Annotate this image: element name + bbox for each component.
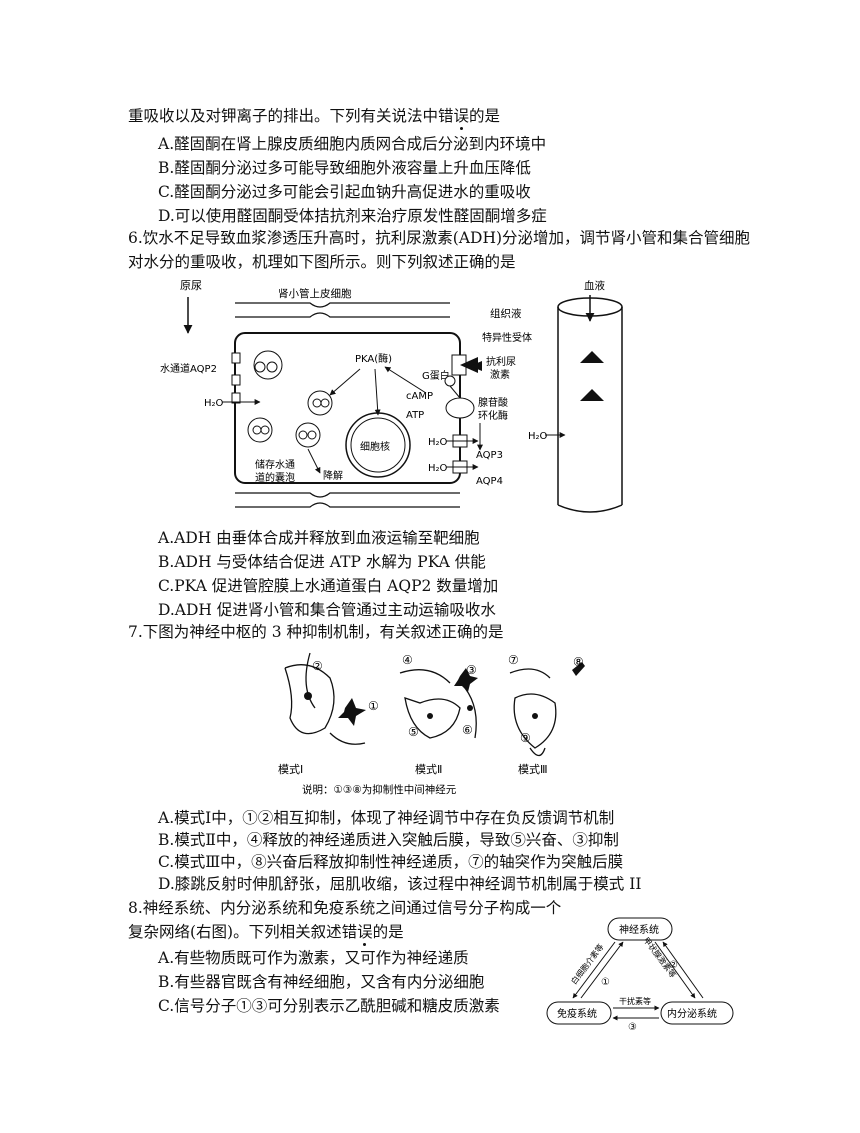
q5-stem-tail: 重吸收以及对钾离子的排出。下列有关说法中错误的是 bbox=[128, 107, 501, 125]
label-cyclase-2: 环化酶 bbox=[478, 409, 508, 422]
q8-option-a: A.有些物质既可作为激素，又可作为神经递质 bbox=[158, 949, 469, 967]
q6-option-d: D.ADH 促进肾小管和集合管通过主动运输吸收水 bbox=[158, 601, 496, 619]
label-h2o-blood: H₂O bbox=[528, 431, 548, 442]
label-camp: cAMP bbox=[406, 391, 433, 402]
q8-option-c: C.信号分子①③可分别表示乙酰胆碱和糖皮质激素 bbox=[158, 997, 500, 1015]
label-aqp3: AQP3 bbox=[476, 450, 503, 461]
label-adh-2: 激素 bbox=[490, 368, 510, 381]
emphasis-mark: 误 bbox=[357, 923, 373, 941]
q7-option-c: C.模式Ⅲ中，⑧兴奋后释放抑制性神经递质，⑦的轴突作为突触后膜 bbox=[158, 853, 624, 871]
label-adh-1: 抗利尿 bbox=[486, 355, 516, 368]
q7-figure-inhibition-modes: ② ① ④ ③ ⑤ ⑥ ⑦ ⑧ ⑨ 模式Ⅰ 模式Ⅱ 模式Ⅲ 说明：①③⑧为抑制性… bbox=[278, 652, 585, 796]
label-cell-title: 肾小管上皮细胞 bbox=[278, 287, 352, 300]
q6-option-a: A.ADH 由垂体合成并释放到血液运输至靶细胞 bbox=[158, 529, 480, 547]
label-n5: ⑤ bbox=[408, 725, 419, 739]
label-degrade: 降解 bbox=[323, 469, 343, 482]
label-n3: ③ bbox=[466, 663, 477, 677]
node-immune: 免疫系统 bbox=[557, 1007, 597, 1020]
label-vesicle-2: 道的囊泡 bbox=[255, 471, 295, 484]
label-n9: ⑨ bbox=[520, 731, 531, 745]
label-mode2: 模式Ⅱ bbox=[415, 763, 442, 776]
label-pka: PKA(酶) bbox=[355, 352, 392, 365]
label-n1: ① bbox=[368, 699, 379, 713]
label-mode3: 模式Ⅲ bbox=[518, 763, 548, 776]
q5-option-a: A.醛固酮在肾上腺皮质细胞内质网合成后分泌到内环境中 bbox=[158, 135, 547, 153]
edge-right-label: 甲状腺激素等 bbox=[641, 935, 678, 979]
label-tissue-fluid: 组织液 bbox=[490, 307, 522, 320]
q6-option-c: C.PKA 促进管腔膜上水通道蛋白 AQP2 数量增加 bbox=[158, 577, 499, 595]
signal-1: ① bbox=[601, 977, 610, 988]
label-blood: 血液 bbox=[584, 279, 605, 292]
signal-3: ③ bbox=[628, 1022, 637, 1030]
q6-option-b: B.ADH 与受体结合促进 ATP 水解为 PKA 供能 bbox=[158, 553, 486, 571]
q7-option-a: A.模式Ⅰ中，①②相互抑制，体现了神经调节中存在负反馈调节机制 bbox=[158, 809, 615, 827]
label-vesicle-1: 储存水通 bbox=[255, 458, 295, 471]
label-g-protein: G蛋白 bbox=[422, 369, 450, 382]
q8-stem-line1: 8.神经系统、内分泌系统和免疫系统之间通过信号分子构成一个 bbox=[128, 899, 562, 917]
label-n4: ④ bbox=[402, 653, 413, 667]
label-h2o-apical: H₂O bbox=[204, 398, 224, 409]
label-mode1: 模式Ⅰ bbox=[278, 763, 303, 776]
label-note: 说明：①③⑧为抑制性中间神经元 bbox=[302, 783, 457, 796]
q5-option-b: B.醛固酮分泌过多可能导致细胞外液容量上升血压降低 bbox=[158, 159, 531, 177]
label-nucleus: 细胞核 bbox=[360, 440, 390, 453]
q7-stem: 7.下图为神经中枢的 3 种抑制机制，有关叙述正确的是 bbox=[128, 623, 504, 641]
node-nervous: 神经系统 bbox=[619, 923, 659, 936]
label-n2: ② bbox=[312, 659, 323, 673]
label-urine: 原尿 bbox=[180, 279, 202, 292]
q6-stem-line2: 对水分的重吸收，机理如下图所示。则下列叙述正确的是 bbox=[128, 253, 516, 271]
q6-stem-line1: 6.饮水不足导致血浆渗透压升高时，抗利尿激素(ADH)分泌增加，调节肾小管和集合… bbox=[128, 229, 751, 247]
node-endocrine: 内分泌系统 bbox=[667, 1007, 717, 1020]
q8-figure-network: 神经系统 免疫系统 内分泌系统 白细胞介素等 甲状腺激素等 干扰素等 ① ② ③ bbox=[546, 917, 734, 1030]
q6-figure-kidney-cell: 原尿 肾小管上皮细胞 水通道AQP2 H₂O PKA(酶) 细胞核 储存水通 道… bbox=[160, 279, 623, 513]
label-h2o-aqp4: H₂O bbox=[428, 463, 448, 474]
q8-option-b: B.有些器官既含有神经细胞，又含有内分泌细胞 bbox=[158, 973, 485, 991]
q5-option-d: D.可以使用醛固酮受体拮抗剂来治疗原发性醛固酮增多症 bbox=[158, 207, 547, 225]
label-aqp2: 水通道AQP2 bbox=[160, 362, 217, 375]
label-atp: ATP bbox=[406, 410, 424, 421]
label-n7: ⑦ bbox=[508, 653, 519, 667]
q7-option-d: D.膝跳反射时伸肌舒张，屈肌收缩，该过程中神经调节机制属于模式 II bbox=[158, 875, 642, 893]
emphasis-mark: 误 bbox=[453, 107, 470, 125]
q7-option-b: B.模式Ⅱ中，④释放的神经递质进入突触后膜，导致⑤兴奋、③抑制 bbox=[158, 831, 619, 849]
label-n6: ⑥ bbox=[462, 723, 473, 737]
q5-option-c: C.醛固酮分泌过多可能会引起血钠升高促进水的重吸收 bbox=[158, 183, 531, 201]
label-cyclase-1: 腺苷酸 bbox=[478, 396, 508, 409]
q8-stem-line2: 复杂网络(右图)。下列相关叙述错误的是 bbox=[128, 923, 404, 941]
label-h2o-aqp3: H₂O bbox=[428, 437, 448, 448]
edge-bottom-label: 干扰素等 bbox=[619, 996, 651, 1006]
signal-2: ② bbox=[669, 960, 678, 971]
label-n8: ⑧ bbox=[573, 655, 584, 669]
label-aqp4: AQP4 bbox=[476, 476, 503, 487]
label-receptor: 特异性受体 bbox=[482, 331, 532, 344]
